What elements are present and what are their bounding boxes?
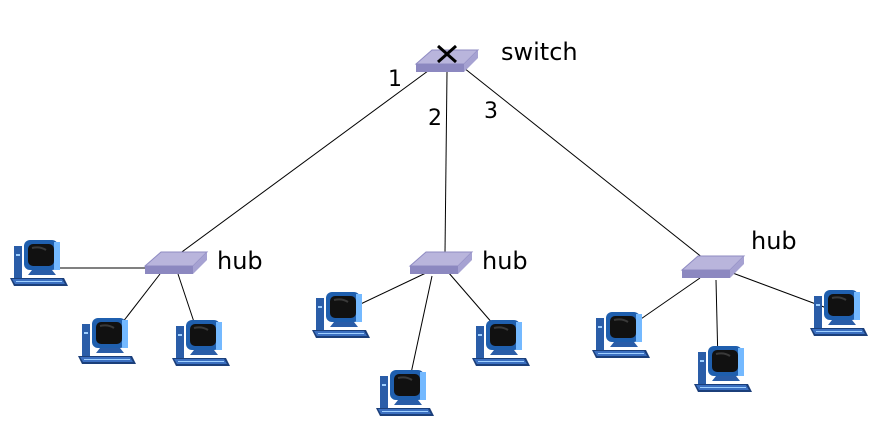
computer-icon	[375, 369, 435, 417]
hub-icon	[144, 251, 208, 275]
switch-label: switch	[501, 38, 578, 66]
computer-icon	[809, 289, 869, 337]
link-hub2-pc-bottom	[409, 275, 433, 379]
hub-label-2: hub	[482, 247, 528, 275]
hub-icon	[409, 251, 473, 275]
hub-label-1: hub	[217, 247, 263, 275]
computer-icon	[77, 317, 137, 365]
link-switch-hub-2	[444, 71, 448, 254]
computer-icon	[471, 319, 531, 367]
computer-icon	[693, 345, 753, 393]
port-label-1: 1	[388, 67, 402, 92]
link-switch-hub-3	[463, 67, 709, 263]
computer-icon	[591, 311, 651, 359]
link-switch-hub-1	[174, 67, 433, 258]
computer-icon	[311, 291, 371, 339]
port-label-2: 2	[428, 106, 442, 131]
hub-icon	[681, 255, 745, 279]
computer-icon	[9, 239, 69, 287]
port-label-3: 3	[484, 99, 498, 124]
hub-label-3: hub	[751, 227, 797, 255]
computer-icon	[171, 319, 231, 367]
links	[48, 67, 833, 379]
switch-icon	[415, 44, 479, 73]
